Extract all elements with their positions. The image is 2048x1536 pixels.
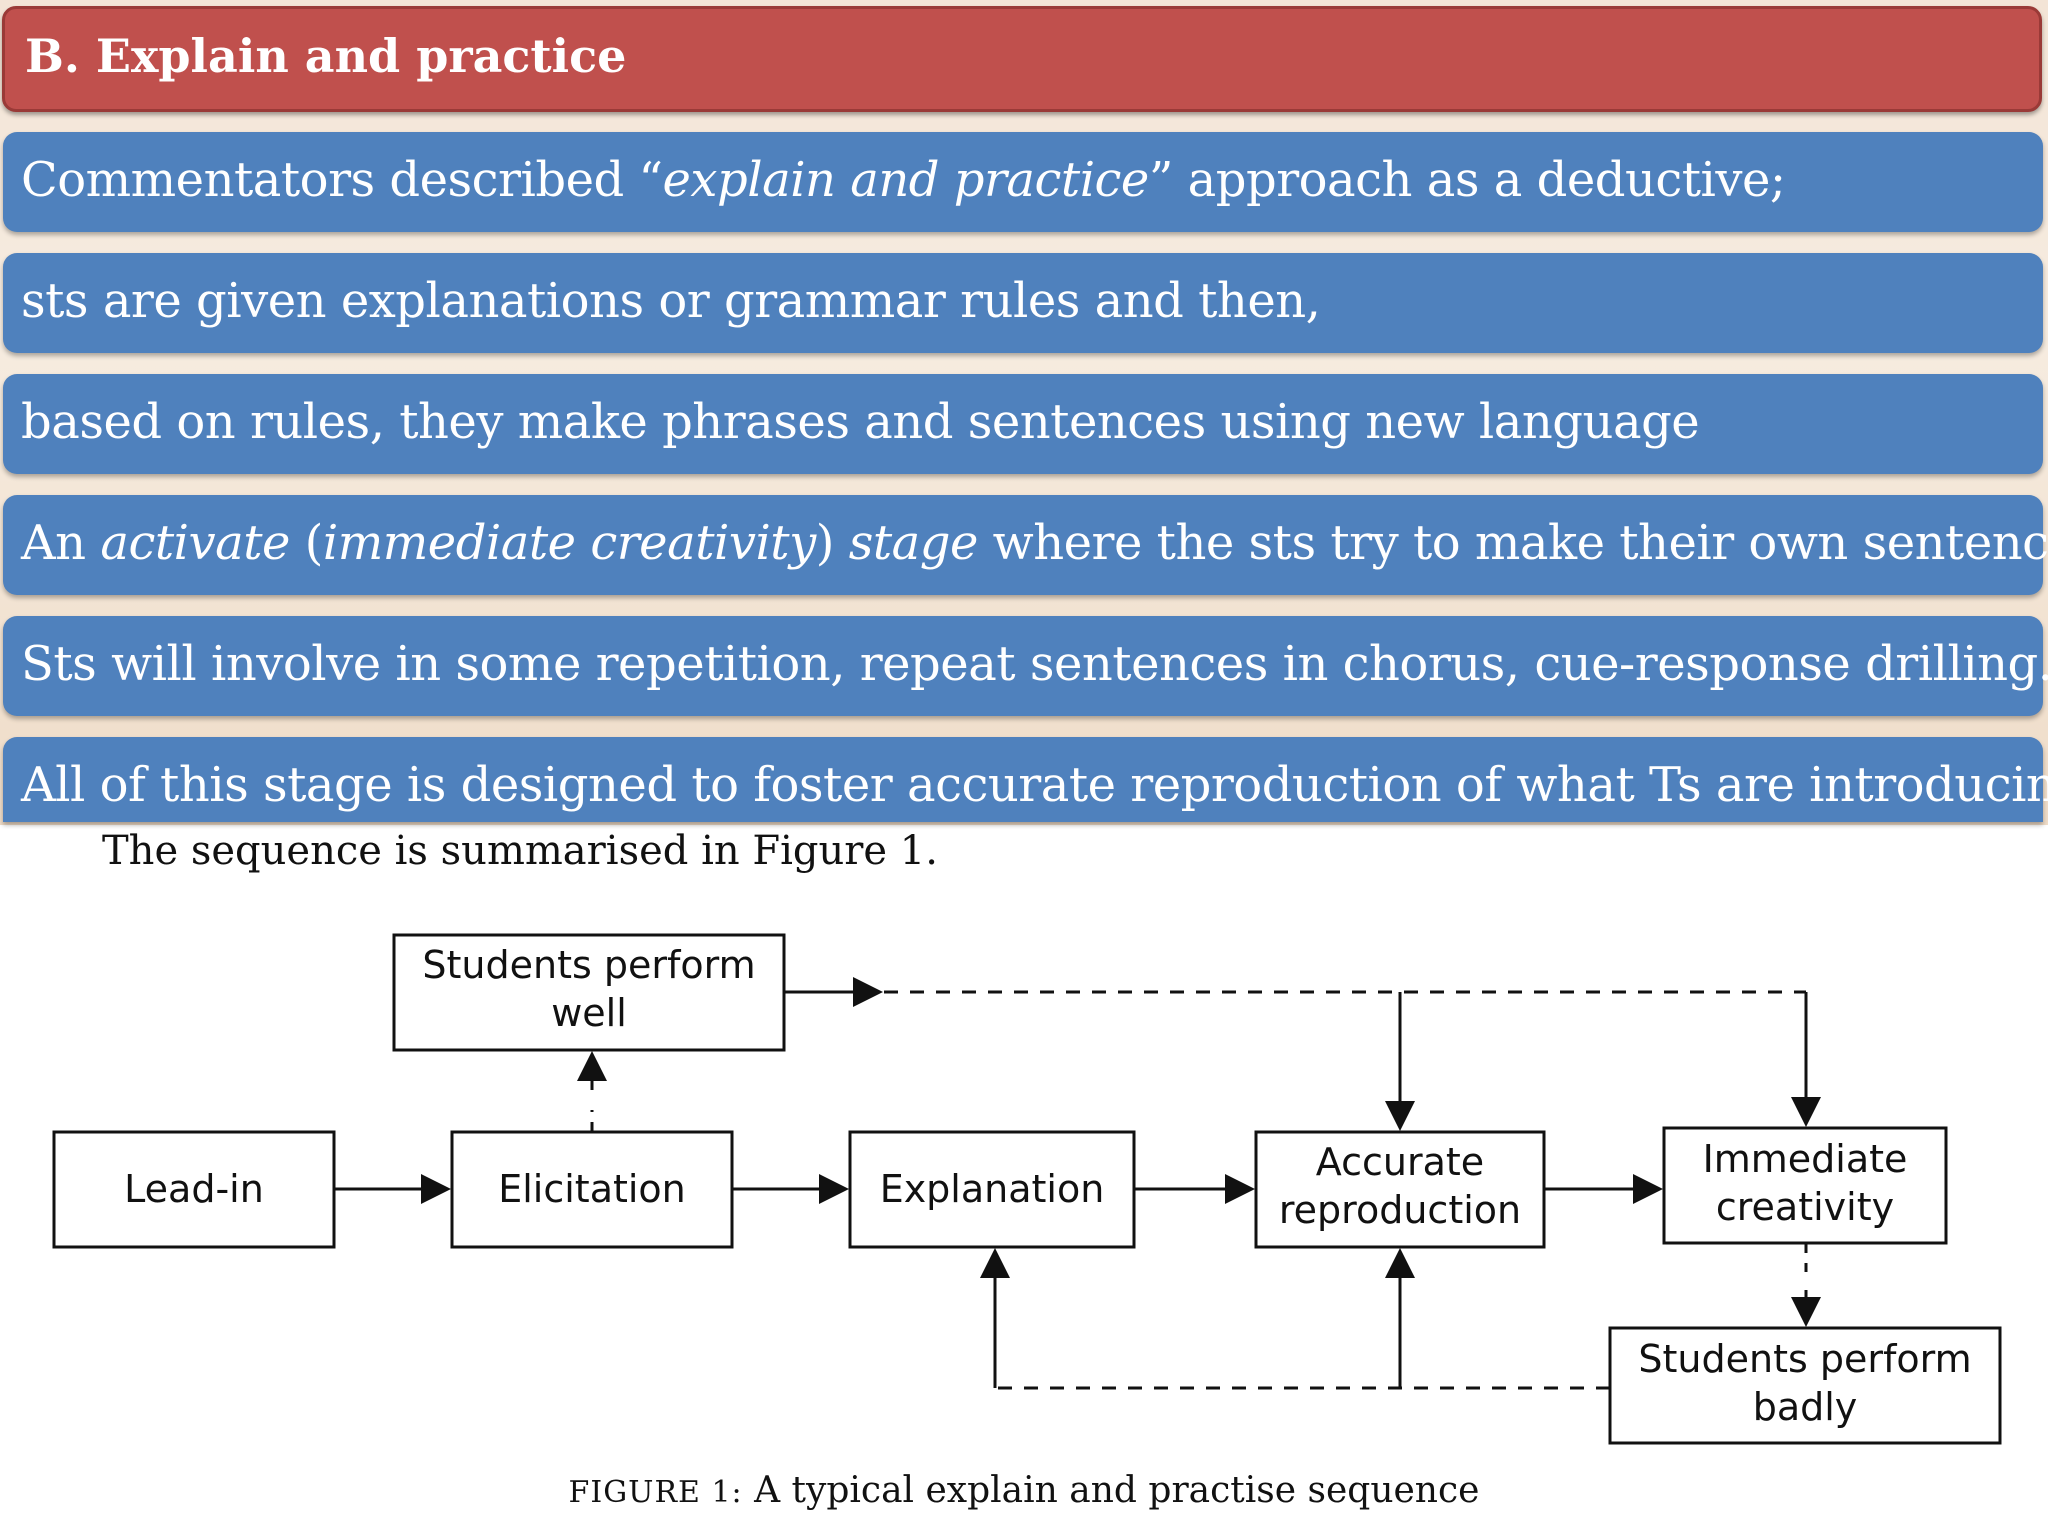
slide-title: B. Explain and practice — [25, 29, 627, 83]
label-reproduction-2: reproduction — [1279, 1188, 1521, 1232]
bullet-1: Commentators described “explain and prac… — [3, 132, 2043, 232]
label-perform-badly-1: Students perform — [1638, 1337, 1971, 1381]
label-perform-well-2: well — [551, 991, 627, 1035]
box-explanation — [848, 1130, 1136, 1249]
bullet-6-text: All of this stage is designed to foster … — [21, 757, 2048, 813]
figure-caption: FIGURE 1: A typical explain and practise… — [0, 1470, 2048, 1511]
bullet-5-text: Sts will involve in some repetition, rep… — [21, 636, 2048, 692]
bullet-4-text: An activate (immediate creativity) stage… — [21, 515, 2048, 571]
label-elicitation: Elicitation — [498, 1167, 686, 1211]
label-perform-well-1: Students perform — [422, 943, 755, 987]
box-accurate-reproduction — [1254, 1130, 1546, 1249]
bullet-4: An activate (immediate creativity) stage… — [3, 495, 2048, 595]
figure-caption-label: FIGURE 1: — [568, 1475, 743, 1510]
bullet-3-text: based on rules, they make phrases and se… — [21, 394, 1700, 450]
label-lead-in: Lead-in — [124, 1167, 264, 1211]
label-creativity-2: creativity — [1716, 1185, 1894, 1229]
bullet-3: based on rules, they make phrases and se… — [3, 374, 2043, 474]
bullet-1-text: Commentators described “explain and prac… — [21, 152, 1786, 208]
figure-intro: The sequence is summarised in Figure 1. — [102, 828, 938, 874]
label-explanation: Explanation — [880, 1167, 1105, 1211]
bullet-5: Sts will involve in some repetition, rep… — [3, 616, 2048, 716]
box-students-perform-well — [392, 933, 786, 1052]
bullet-6: All of this stage is designed to foster … — [3, 737, 2048, 822]
flow-diagram: Students perform well Lead-in Elicitatio… — [52, 933, 2002, 1445]
bullet-2-text: sts are given explanations or grammar ru… — [21, 273, 1321, 329]
label-reproduction-1: Accurate — [1316, 1140, 1484, 1184]
slide-title-bar: B. Explain and practice — [2, 6, 2042, 112]
box-lead-in — [52, 1130, 336, 1249]
box-students-perform-badly — [1608, 1326, 2002, 1445]
label-perform-badly-2: badly — [1753, 1385, 1858, 1429]
bullet-2: sts are given explanations or grammar ru… — [3, 253, 2043, 353]
box-elicitation — [450, 1130, 734, 1249]
figure-caption-text: A typical explain and practise sequence — [742, 1470, 1480, 1511]
label-creativity-1: Immediate — [1703, 1137, 1908, 1181]
